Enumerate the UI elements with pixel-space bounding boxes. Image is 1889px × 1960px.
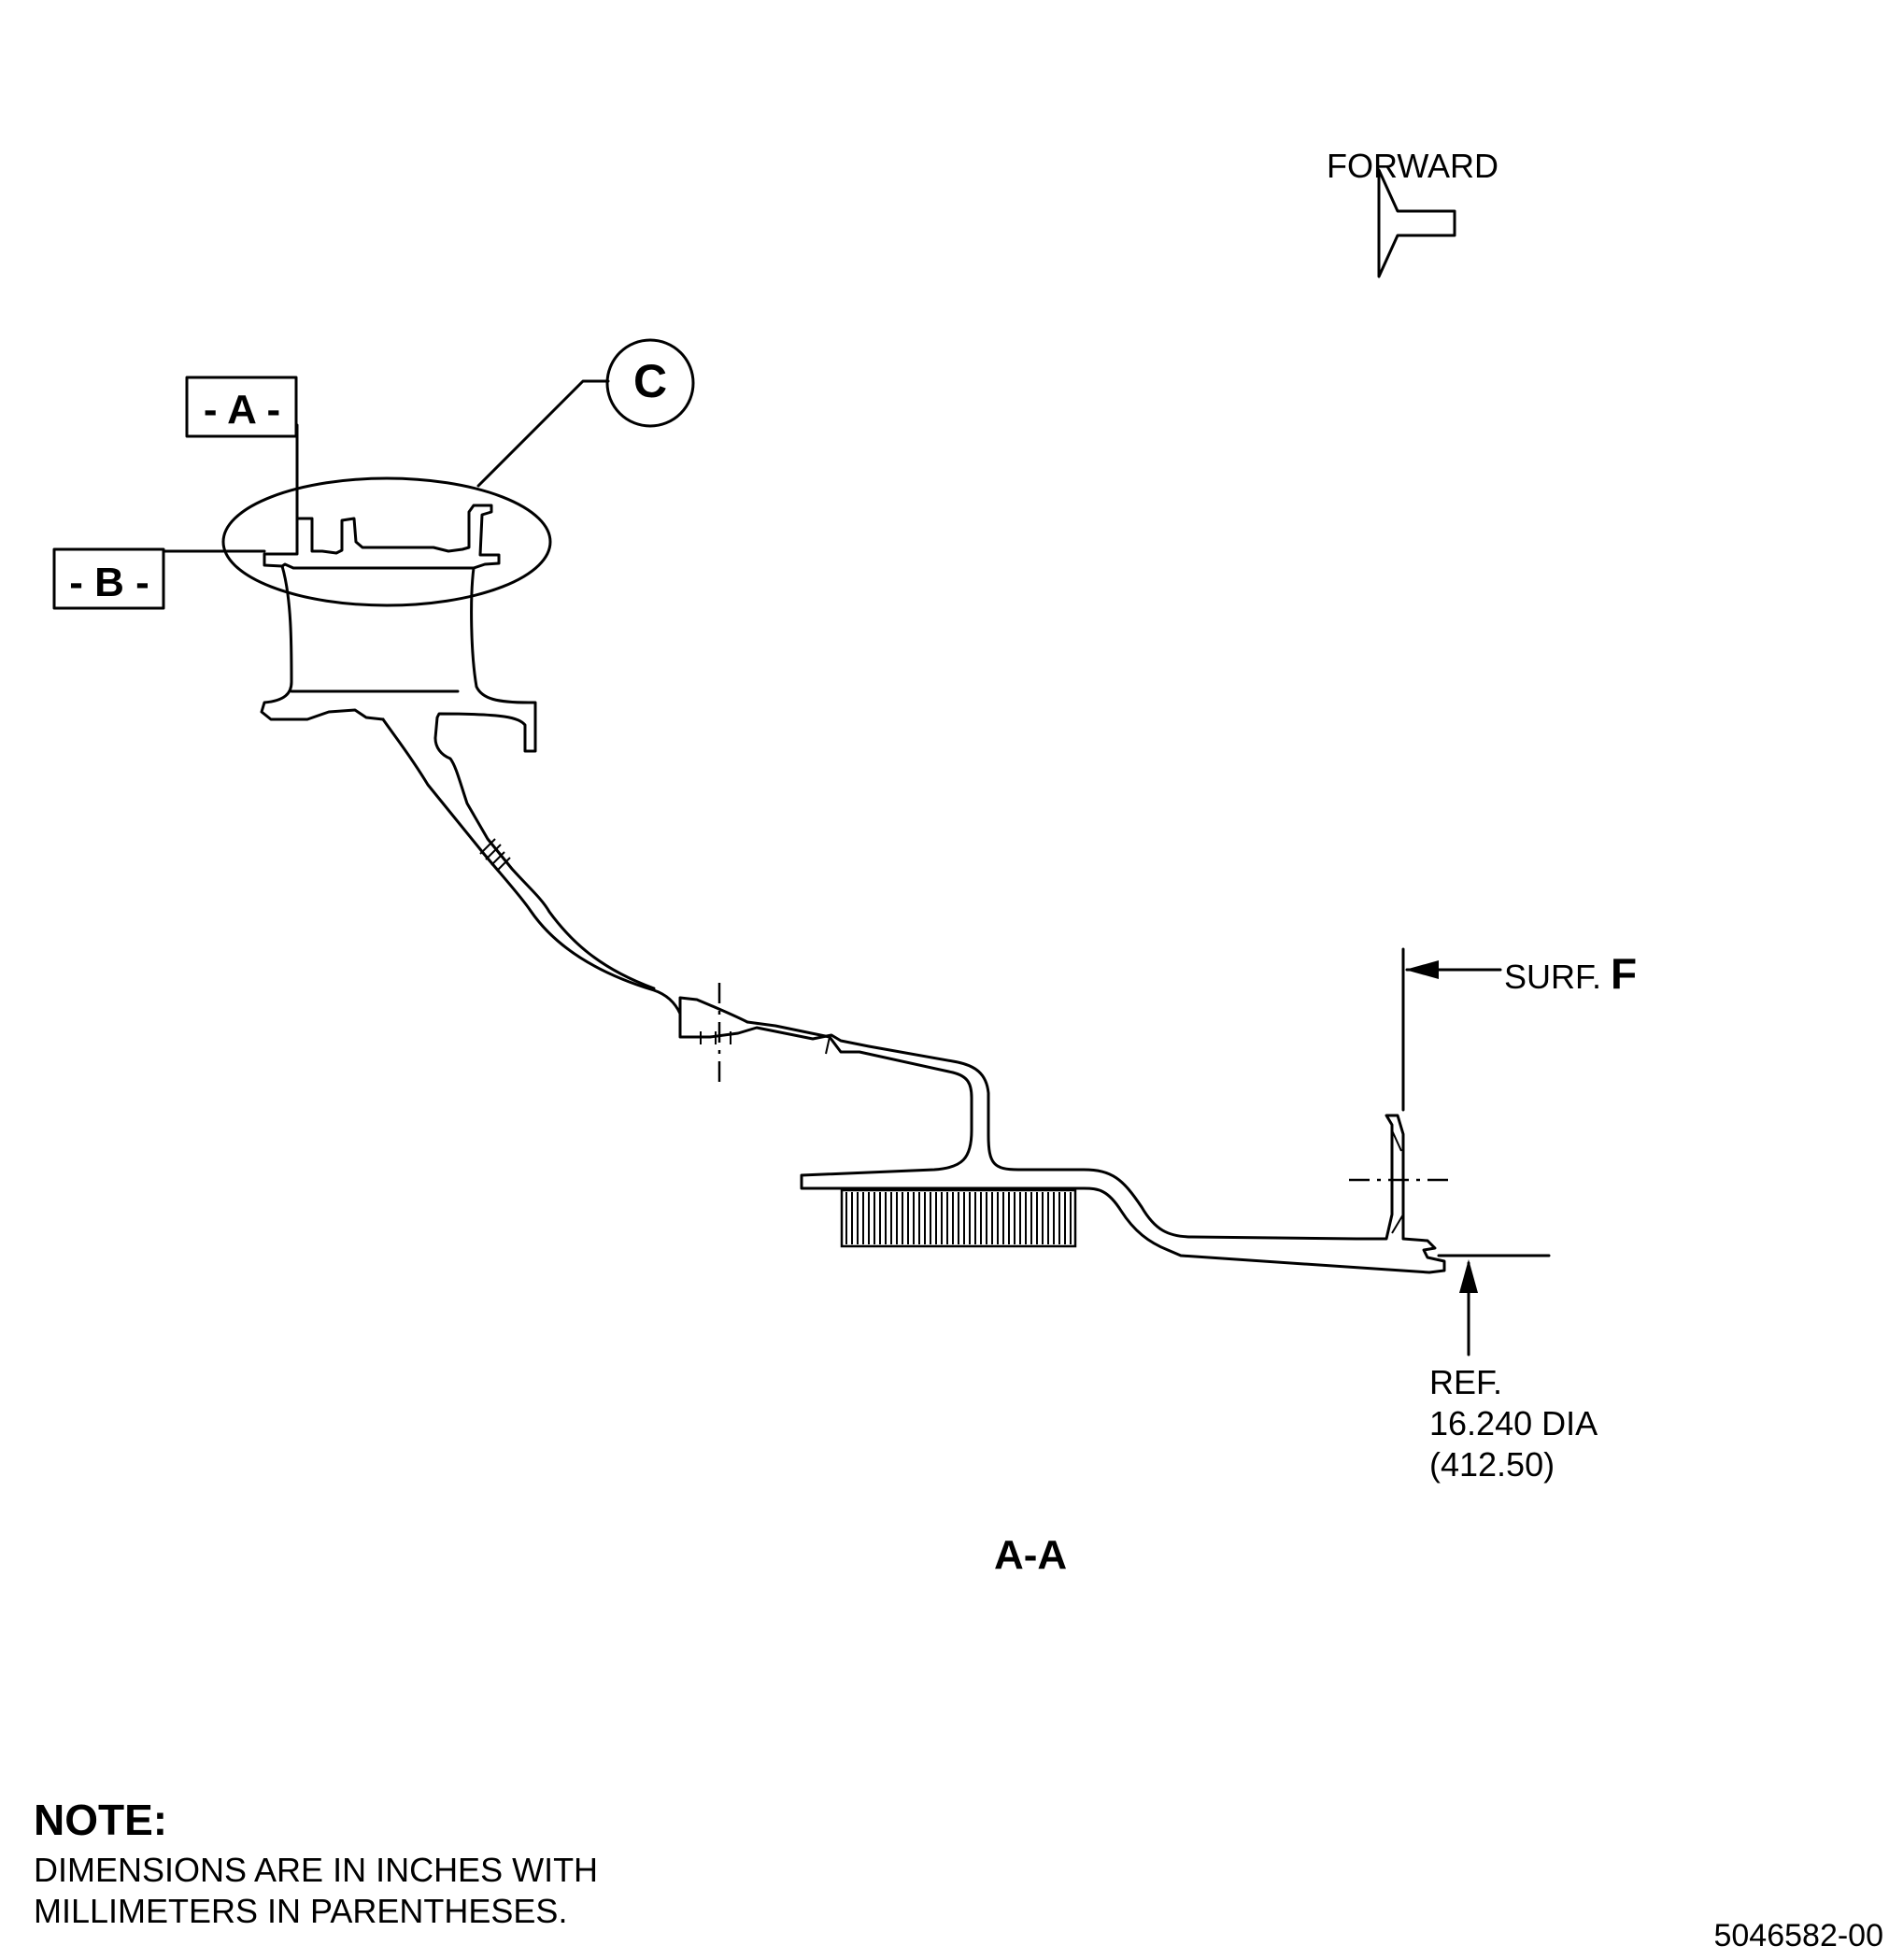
detail-c-label: C <box>632 355 668 407</box>
note-body: DIMENSIONS ARE IN INCHES WITH MILLIMETER… <box>34 1850 598 1932</box>
brush-seal-bristles <box>840 1188 1077 1248</box>
surface-letter: F <box>1611 949 1638 998</box>
ref-line-3: (412.50) <box>1429 1444 1555 1484</box>
datum-b-label: - B - <box>69 560 149 605</box>
ref-line-2: 16.240 DIA <box>1429 1403 1598 1442</box>
figure-number: 5046582-00 <box>1713 1918 1883 1953</box>
view-label: A-A <box>994 1532 1068 1578</box>
ref-diameter-text: REF. 16.240 DIA (412.50) <box>1429 1362 1598 1485</box>
ref-diameter-arrowhead <box>1459 1259 1478 1293</box>
detail-c-balloon <box>605 338 695 428</box>
surface-f-arrowhead <box>1405 960 1439 979</box>
detail-c-ellipse <box>221 476 552 607</box>
datum-b-frame <box>52 547 165 610</box>
forward-label: FORWARD <box>1327 147 1498 185</box>
part-section-outline <box>260 504 1446 1274</box>
ref-line-1: REF. <box>1429 1363 1503 1401</box>
datum-a-frame <box>185 376 298 438</box>
left-arrow-icon <box>1377 168 1456 278</box>
surface-label: SURF. <box>1504 958 1602 996</box>
datum-a-label: - A - <box>203 387 281 433</box>
surface-f-label: SURF. F <box>1504 947 1637 1000</box>
detail-c-leader <box>476 379 610 488</box>
note-heading: NOTE: <box>34 1796 168 1844</box>
note-line-2: MILLIMETERS IN PARENTHESES. <box>34 1891 568 1930</box>
note-line-1: DIMENSIONS ARE IN INCHES WITH <box>34 1851 599 1889</box>
